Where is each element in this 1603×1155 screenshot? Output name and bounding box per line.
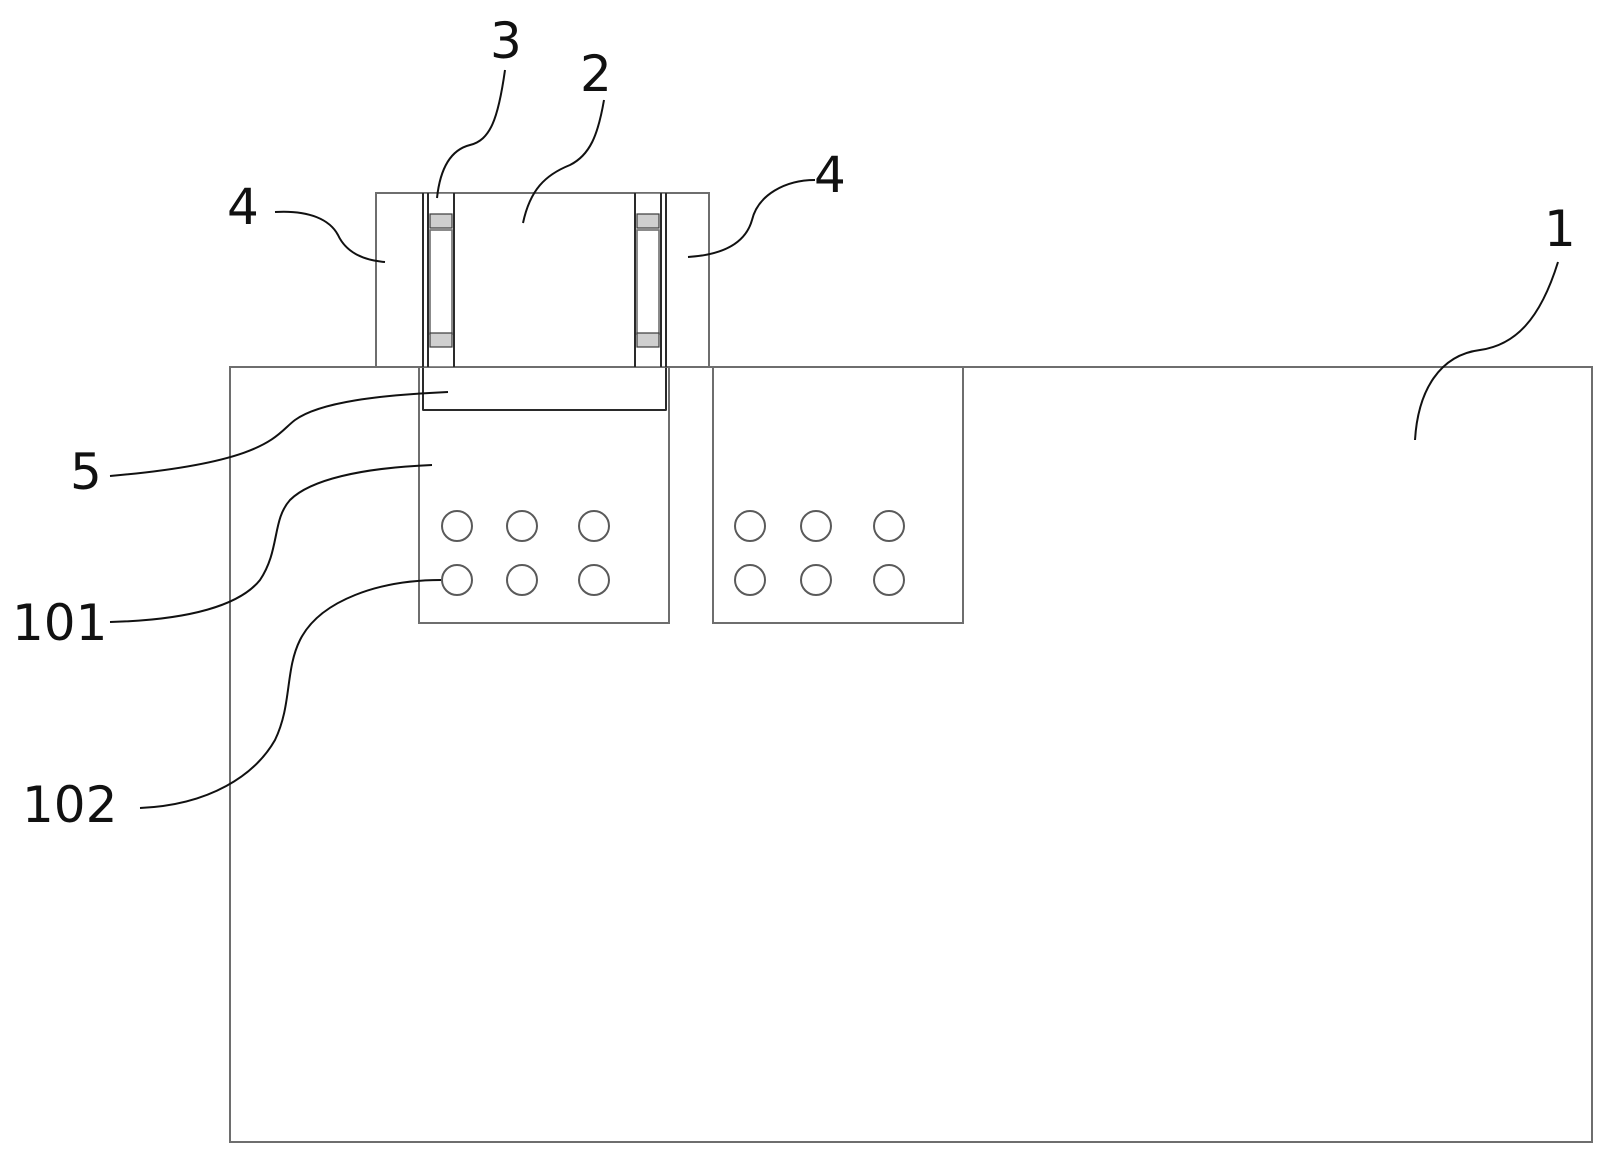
middle-block — [422, 192, 667, 368]
plate — [422, 366, 667, 411]
hole — [873, 510, 905, 542]
spring-channel-right — [634, 192, 667, 368]
spring-coil — [636, 332, 660, 348]
hole — [800, 564, 832, 596]
leader-line-4-right — [687, 179, 816, 258]
label-2: 2 — [580, 45, 612, 103]
leader-line-1 — [1414, 261, 1559, 441]
leader-line-5 — [109, 391, 449, 477]
label-5: 5 — [70, 443, 102, 501]
leader-line-2 — [522, 99, 605, 224]
spring-coil — [636, 213, 660, 229]
hole — [734, 510, 766, 542]
hole — [506, 564, 538, 596]
hole — [734, 564, 766, 596]
label-4-left: 4 — [227, 178, 259, 236]
hole — [873, 564, 905, 596]
hole — [800, 510, 832, 542]
label-3: 3 — [490, 12, 522, 70]
leader-line-102 — [139, 579, 442, 809]
label-101: 101 — [12, 594, 107, 652]
holes-left — [441, 510, 610, 596]
label-1: 1 — [1544, 200, 1576, 258]
leader-line-101 — [109, 464, 433, 623]
leader-line-4-left — [274, 210, 386, 263]
hole — [506, 510, 538, 542]
leader-line-3 — [436, 69, 506, 199]
hole — [441, 564, 473, 596]
holes-right — [734, 510, 905, 596]
spring-channel-left — [422, 192, 455, 368]
hole — [578, 564, 610, 596]
hole — [578, 510, 610, 542]
spring-coil — [429, 332, 453, 348]
spring-coil — [429, 213, 453, 229]
label-102: 102 — [22, 776, 117, 834]
label-4-right: 4 — [814, 146, 846, 204]
hole — [441, 510, 473, 542]
